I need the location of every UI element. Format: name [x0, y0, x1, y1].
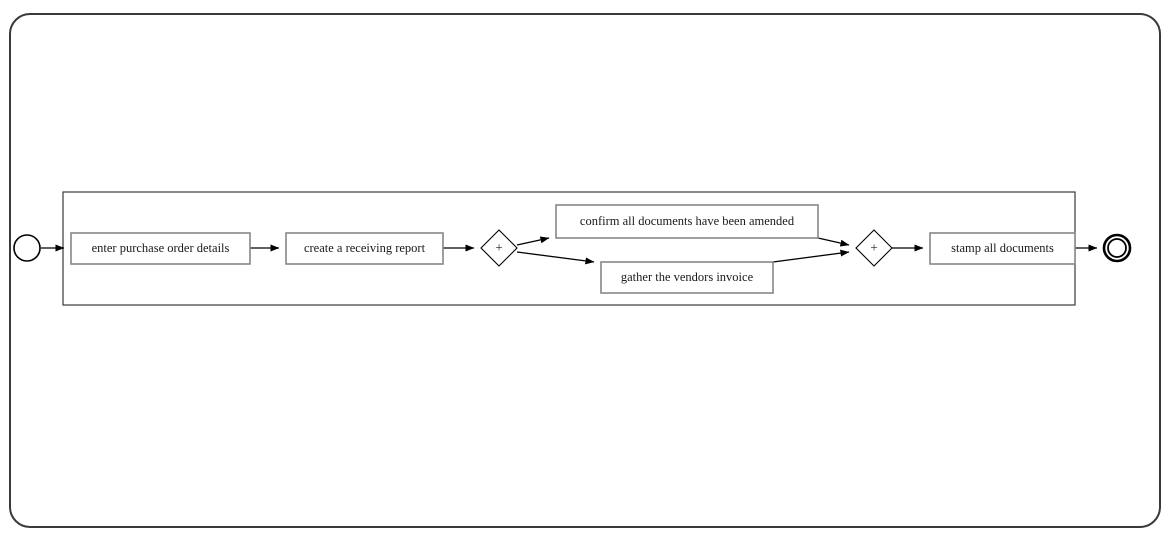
start-event[interactable]	[13, 234, 41, 262]
task-box	[70, 232, 251, 265]
task-label: gather the vendors invoice	[621, 270, 754, 284]
task-label: create a receiving report	[304, 241, 426, 255]
task-box	[285, 232, 444, 265]
task-label: confirm all documents have been amended	[580, 214, 795, 228]
process-pool	[9, 13, 1161, 528]
task-label: enter purchase order details	[92, 241, 230, 255]
sequence-flows	[41, 236, 1098, 265]
parallel-gateway-plus-icon: +	[870, 239, 877, 254]
end-event[interactable]	[1102, 233, 1132, 263]
task-gather-the-vendors-invoice[interactable]: gather the vendors invoice	[600, 261, 774, 294]
gateway-parallel-join[interactable]: +	[855, 229, 893, 267]
parallel-gateway-plus-icon: +	[495, 239, 502, 254]
pool-boundary	[9, 13, 1161, 528]
task-confirm-all-documents-have-been-amended[interactable]: confirm all documents have been amended	[555, 204, 819, 239]
gateway-diamond	[855, 229, 893, 267]
event-nodes	[13, 233, 1132, 263]
task-box	[600, 261, 774, 294]
task-enter-purchase-order-details[interactable]: enter purchase order details	[70, 232, 251, 265]
gateway-diamond	[480, 229, 518, 267]
gateway-parallel-split[interactable]: +	[480, 229, 518, 267]
flow-gather-to-join	[772, 249, 850, 263]
task-create-a-receiving-report[interactable]: create a receiving report	[285, 232, 444, 265]
end-event-inner-circle-icon	[1107, 238, 1127, 258]
flow-confirm-to-join	[817, 237, 850, 247]
task-nodes: enter purchase order details create a rec…	[70, 204, 1076, 294]
start-event-circle-icon	[13, 234, 41, 262]
task-box	[555, 204, 819, 239]
task-label: stamp all documents	[951, 241, 1054, 255]
gateway-nodes: ++	[480, 229, 893, 267]
flow-split-to-confirm	[516, 236, 550, 246]
task-stamp-all-documents[interactable]: stamp all documents	[929, 232, 1076, 265]
task-box	[929, 232, 1076, 265]
flow-split-to-gather	[516, 251, 595, 265]
